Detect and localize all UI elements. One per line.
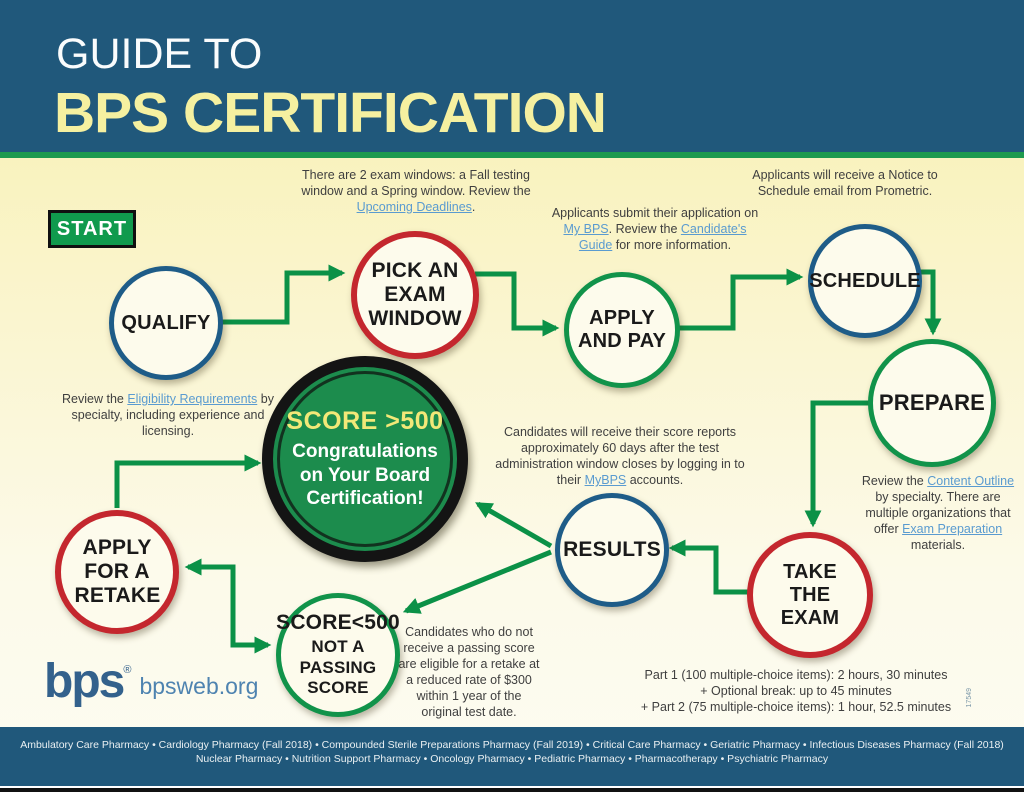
note-qualify: Review the Eligibility Requirements by s…: [62, 392, 274, 438]
node-qualify-label: QUALIFY: [121, 311, 211, 334]
footer-line2: Nuclear Pharmacy • Nutrition Support Pha…: [195, 753, 829, 765]
footer: Ambulatory Care Pharmacy • Cardiology Ph…: [0, 727, 1024, 786]
header-green-divider: [0, 152, 1024, 158]
note-results: Candidates will receive their score repo…: [495, 425, 745, 487]
link-exam-preparation[interactable]: Exam Preparation: [902, 522, 1003, 536]
node-results: RESULTS: [555, 493, 669, 607]
node-apply-and-pay-label: APPLY AND PAY: [577, 307, 667, 352]
note-retake: Candidates who do not receive a passing …: [398, 625, 540, 719]
footer-line1: Ambulatory Care Pharmacy • Cardiology Ph…: [20, 739, 1004, 751]
node-pick-exam-window: PICK AN EXAM WINDOW: [351, 231, 479, 359]
arrow-fail-retake-connector: [184, 558, 272, 654]
title-line1: GUIDE TO: [56, 30, 263, 78]
node-apply-for-retake: APPLY FOR A RETAKE: [55, 510, 179, 634]
node-prepare-label: PREPARE: [878, 390, 986, 416]
link-candidates-guide[interactable]: Candidate's Guide: [578, 222, 747, 252]
arrow-apply-to-schedule: [676, 268, 804, 331]
node-prepare: PREPARE: [868, 339, 996, 467]
node-score-above-500-line1: SCORE >500: [286, 406, 444, 435]
node-score-above-500-line2: Congratulations on Your Board Certificat…: [292, 440, 438, 510]
arrow-results-to-pass: [475, 501, 553, 549]
node-results-label: RESULTS: [563, 537, 661, 561]
arrow-retake-to-pass: [114, 454, 262, 508]
note-exam-details: Part 1 (100 multiple-choice items): 2 ho…: [638, 667, 954, 715]
arrow-qualify-to-pick: [220, 264, 346, 325]
arrow-results-to-fail: [402, 549, 552, 614]
bps-logo: bps® bpsweb.org: [44, 658, 258, 706]
note-apply-pay: Applicants submit their application on M…: [551, 206, 759, 252]
bps-logo-text: bps: [44, 655, 125, 708]
node-score-below-500: SCORE<500 NOT A PASSING SCORE: [276, 593, 400, 717]
node-pick-exam-window-label: PICK AN EXAM WINDOW: [368, 258, 462, 331]
arrow-take-to-results: [668, 539, 750, 595]
start-badge: START: [48, 210, 136, 248]
link-my-bps[interactable]: My BPS: [563, 222, 609, 236]
node-score-below-500-line1: SCORE<500: [276, 611, 400, 635]
note-exam-windows: There are 2 exam windows: a Fall testing…: [301, 168, 531, 214]
link-mybps[interactable]: MyBPS: [584, 473, 627, 487]
exam-details-line2: + Optional break: up to 45 minutes: [700, 684, 892, 698]
node-schedule-label: SCHEDULE: [809, 269, 921, 292]
arrow-prepare-to-take: [804, 400, 870, 528]
node-qualify: QUALIFY: [109, 266, 223, 380]
website-text: bpsweb.org: [139, 673, 259, 699]
node-score-below-500-line2: NOT A PASSING SCORE: [299, 637, 377, 697]
node-take-the-exam: TAKE THE EXAM: [747, 532, 873, 658]
title-line2: BPS CERTIFICATION: [54, 81, 607, 145]
note-prepare: Review the Content Outline by specialty.…: [861, 474, 1015, 552]
exam-details-line1: Part 1 (100 multiple-choice items): 2 ho…: [644, 668, 948, 682]
node-apply-for-retake-label: APPLY FOR A RETAKE: [74, 535, 161, 608]
footer-white-strip: [0, 786, 1024, 788]
node-apply-and-pay: APPLY AND PAY: [564, 272, 680, 388]
header: GUIDE TO BPS CERTIFICATION: [0, 0, 1024, 152]
arrow-pick-to-apply: [475, 271, 560, 337]
link-content-outline[interactable]: Content Outline: [927, 474, 1015, 488]
node-schedule: SCHEDULE: [808, 224, 922, 338]
link-eligibility-requirements[interactable]: Eligibility Requirements: [127, 392, 258, 406]
exam-details-line3: + Part 2 (75 multiple-choice items): 1 h…: [640, 700, 952, 714]
registered-mark: ®: [123, 664, 132, 676]
footer-black-strip: [0, 788, 1024, 792]
node-take-the-exam-label: TAKE THE EXAM: [780, 560, 840, 629]
link-upcoming-deadlines[interactable]: Upcoming Deadlines: [356, 200, 472, 214]
node-score-above-500: SCORE >500 Congratulations on Your Board…: [262, 356, 468, 562]
note-schedule: Applicants will receive a Notice to Sche…: [752, 168, 938, 198]
